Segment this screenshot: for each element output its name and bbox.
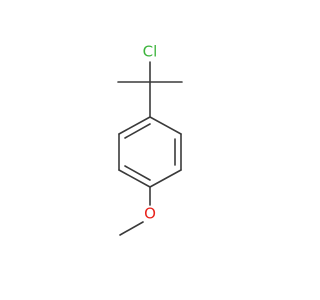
- ring-bond-1: [149, 116, 182, 135]
- ring-double-bond-bottom-left: [124, 165, 151, 181]
- chlorine-label: Cl: [143, 43, 158, 61]
- ring-bond-3: [149, 169, 182, 188]
- ring-double-bond-top-left: [124, 123, 151, 139]
- molecule-structure: Cl O: [117, 43, 183, 236]
- ring-bond-4: [118, 169, 151, 188]
- bond-o-methyl: [119, 221, 144, 236]
- molecule-canvas: Cl O: [117, 43, 183, 236]
- ring-bond-6: [118, 116, 151, 135]
- oxygen-label: O: [144, 205, 156, 223]
